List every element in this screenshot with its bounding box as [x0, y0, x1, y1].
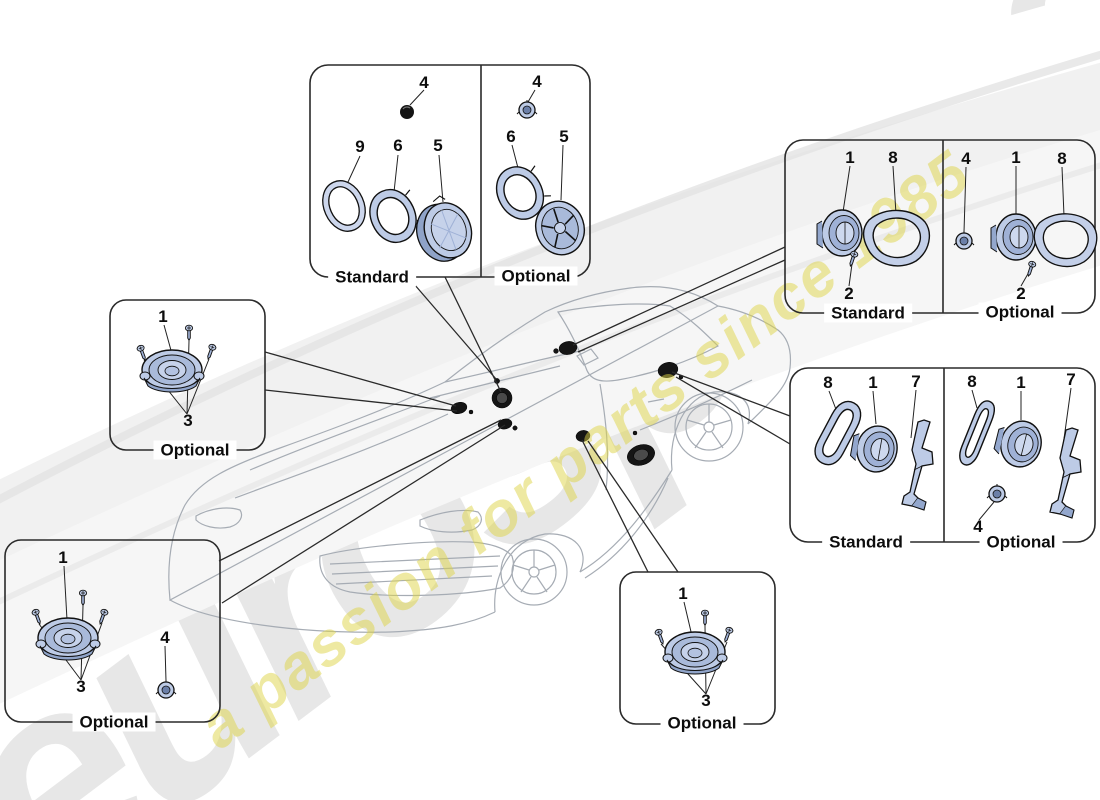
part-7-bracket-optional: [1049, 427, 1082, 519]
part-7-bracket: [901, 419, 934, 511]
section-label-optional: Optional: [979, 532, 1063, 552]
part-3-screw-bc-b: [700, 609, 710, 626]
part-1-speaker-optional: [990, 414, 1047, 472]
part-number-label: 3: [183, 411, 193, 430]
part-number-label: 1: [678, 584, 688, 603]
part-number-label: 1: [158, 307, 168, 326]
part-number-label: 6: [393, 136, 403, 155]
section-label-optional: Optional: [660, 713, 744, 733]
part-8-trim-optional: [955, 397, 999, 469]
part-number-label: 5: [559, 127, 569, 146]
callout-box-bottom-center: [619, 571, 776, 725]
part-3-screw-a: [135, 343, 149, 362]
part-3-screw-bc-a: [653, 627, 667, 646]
part-9-gasket: [314, 173, 374, 239]
section-label-standard: Standard: [822, 532, 910, 552]
part-1-speaker-door: [847, 421, 902, 476]
part-number-label: 7: [1066, 370, 1076, 389]
part-3-screw-c: [204, 342, 218, 361]
part-number-label: 3: [701, 691, 711, 710]
part-6-ring: [361, 180, 429, 251]
part-number-label: 1: [1016, 373, 1026, 392]
part-number-label: 7: [911, 372, 921, 391]
part-number-label: 8: [967, 372, 977, 391]
section-label-optional: Optional: [978, 302, 1062, 322]
part-number-label: 5: [433, 136, 443, 155]
section-label-standard: Standard: [328, 267, 416, 287]
part-number-label: 2: [1016, 284, 1026, 303]
part-3-screw-bc-c: [721, 625, 735, 644]
part-number-label: 4: [973, 517, 983, 536]
part-4-knob: [399, 104, 415, 120]
part-4-tweeter: [516, 99, 538, 119]
part-1-speaker-bc: [662, 631, 728, 675]
part-3-screw-b: [184, 324, 194, 341]
part-number-label: 6: [506, 127, 516, 146]
part-number-label: 4: [532, 72, 542, 91]
part-number-label: 1: [868, 373, 878, 392]
part-4-tweeter-mid: [986, 483, 1008, 503]
part-2-screw-optional: [1024, 259, 1037, 278]
part-number-label: 4: [419, 73, 429, 92]
part-1-speaker: [139, 349, 205, 393]
part-number-label: 9: [355, 137, 365, 156]
